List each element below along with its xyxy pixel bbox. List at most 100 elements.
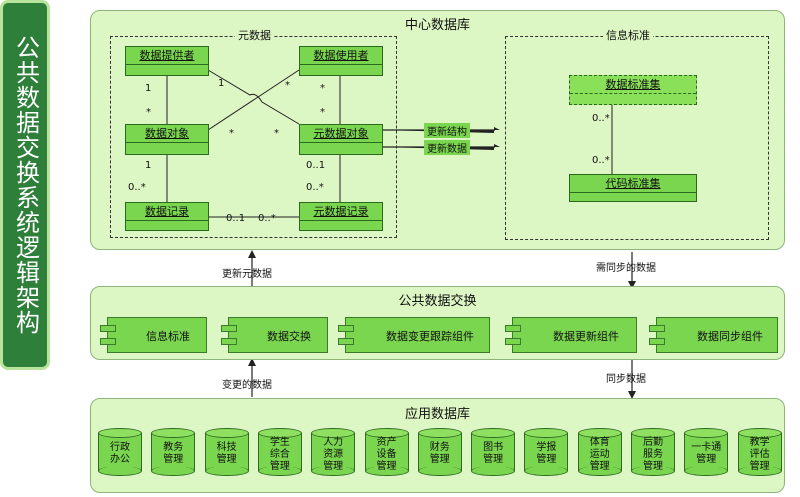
- app-database-label-line: 服务: [643, 449, 663, 460]
- class-data-standard-set-name: 数据标准集: [570, 76, 696, 94]
- app-database-label-line: 图书: [483, 442, 504, 453]
- app-database-label-line: 管理: [643, 461, 663, 472]
- app-database: 行政办公: [98, 428, 142, 476]
- cylinder-top: [577, 428, 622, 438]
- component-change-tracking: 数据变更跟踪组件: [338, 317, 490, 353]
- multiplicity: *: [320, 83, 325, 94]
- cylinder-bot: [98, 466, 142, 476]
- multiplicity: *: [274, 128, 279, 139]
- class-meta-object: 元数据对象: [299, 124, 383, 155]
- synced-data-label: 同步数据: [606, 374, 646, 385]
- component-tab: [100, 325, 116, 332]
- multiplicity: *: [146, 107, 151, 118]
- cylinder-body: [417, 433, 462, 471]
- app-database-label-line: 办公: [110, 454, 130, 465]
- component-tab: [100, 338, 116, 345]
- multiplicity: 0..1: [226, 213, 246, 224]
- class-data-standard-set: 数据标准集: [569, 75, 697, 105]
- update-structure-label: 更新结构: [424, 123, 470, 138]
- app-database-label-line: 行政: [110, 442, 130, 453]
- component-label: 数据更新组件: [553, 330, 619, 343]
- app-database: 一卡通管理: [684, 428, 729, 476]
- cylinder-body: [631, 433, 675, 471]
- app-database-label-line: 管理: [696, 454, 717, 465]
- cylinder-top: [471, 428, 516, 438]
- multiplicity: *: [320, 107, 325, 118]
- metadata-group-title: 元数据: [235, 27, 274, 43]
- class-data-object-name: 数据对象: [126, 125, 208, 143]
- multiplicity: *: [285, 80, 290, 91]
- app-database-label: 人力资源管理: [311, 437, 355, 473]
- cylinder-body: [257, 433, 302, 471]
- cylinder-top: [631, 428, 675, 438]
- app-database-label-line: 管理: [429, 454, 450, 465]
- app-database: 后勤服务管理: [631, 428, 675, 476]
- need-sync-label: 需同步的数据: [596, 263, 656, 274]
- cylinder-body: [471, 433, 516, 471]
- app-database-label-line: 管理: [323, 461, 344, 472]
- app-database-label-line: 教务: [163, 442, 184, 453]
- changed-data-label: 变更的数据: [222, 380, 272, 391]
- class-meta-record: 元数据记录: [299, 202, 383, 231]
- cylinder-body: [311, 433, 356, 471]
- cylinder-top: [364, 428, 409, 438]
- cylinder-bot: [364, 466, 409, 476]
- app-database: 学报管理: [524, 428, 569, 476]
- app-database-label-line: 评估: [749, 449, 770, 460]
- app-database-label: 后勤服务管理: [631, 437, 675, 473]
- multiplicity: 0..*: [258, 213, 276, 224]
- class-data-provider-name: 数据提供者: [126, 47, 208, 65]
- app-database-label-line: 管理: [536, 454, 557, 465]
- app-database-label-line: 体育: [589, 437, 610, 448]
- update-metadata-label: 更新元数据: [222, 269, 272, 280]
- component-tab: [221, 325, 237, 332]
- cylinder-top: [524, 428, 569, 438]
- cylinder-bot: [204, 466, 249, 476]
- component-tab: [338, 325, 354, 332]
- cylinder-body: [98, 433, 142, 471]
- cylinder-body: [364, 433, 409, 471]
- multiplicity: 1: [218, 78, 225, 89]
- standard-group-title: 信息标准: [603, 27, 653, 43]
- app-database-label-line: 学报: [536, 442, 557, 453]
- app-database-label: 图书管理: [471, 442, 515, 466]
- cylinder-top: [257, 428, 302, 438]
- cylinder-top: [151, 428, 196, 438]
- cylinder-body: [524, 433, 569, 471]
- cylinder-top: [737, 428, 782, 438]
- cylinder-bot: [737, 466, 782, 476]
- multiplicity: *: [229, 128, 234, 139]
- class-code-standard-set-name: 代码标准集: [570, 175, 696, 193]
- app-database-label-line: 财务: [429, 442, 450, 453]
- app-database-label: 学生综合管理: [258, 437, 302, 473]
- component-tab: [338, 338, 354, 345]
- class-data-user-name: 数据使用者: [300, 47, 382, 65]
- app-database-label-line: 科技: [216, 442, 237, 453]
- app-database-label-line: 管理: [589, 461, 610, 472]
- app-database-label-line: 管理: [483, 454, 504, 465]
- component-tab: [221, 338, 237, 345]
- class-meta-object-name: 元数据对象: [300, 125, 382, 143]
- app-database-label-line: 综合: [269, 449, 290, 460]
- component-tab: [505, 325, 521, 332]
- app-database-label-line: 设备: [376, 449, 397, 460]
- cylinder-bot: [524, 466, 569, 476]
- app-database: 教务管理: [151, 428, 196, 476]
- update-data-label: 更新数据: [424, 140, 470, 155]
- app-database-label: 教学评估管理: [738, 437, 782, 473]
- cylinder-bot: [311, 466, 356, 476]
- multiplicity: 1: [145, 83, 152, 94]
- app-database-label-line: 管理: [376, 461, 397, 472]
- multiplicity: 1: [145, 160, 152, 171]
- cylinder-top: [684, 428, 729, 438]
- cylinder-top: [204, 428, 249, 438]
- cylinder-bot: [417, 466, 462, 476]
- center-db-title: 中心数据库: [404, 18, 470, 33]
- app-database: 体育运动管理: [577, 428, 622, 476]
- app-database-label: 一卡通管理: [684, 442, 728, 466]
- class-data-user: 数据使用者: [299, 46, 383, 76]
- class-data-record: 数据记录: [125, 202, 209, 231]
- app-database: 科技管理: [204, 428, 249, 476]
- exchange-title: 公共数据交换: [398, 294, 477, 309]
- app-database: 人力资源管理: [311, 428, 356, 476]
